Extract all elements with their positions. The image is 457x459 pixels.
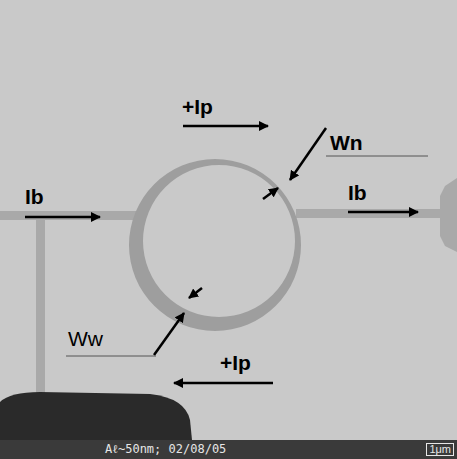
contact-pad (440, 178, 457, 252)
width-label: Ww (68, 328, 103, 349)
contact-pad (0, 392, 192, 440)
current-label: +Ip (182, 96, 213, 117)
width-label: Wn (330, 132, 363, 153)
wire (296, 209, 446, 218)
current-label: Ib (348, 182, 367, 203)
current-label: +Ip (220, 352, 251, 373)
wire (0, 211, 136, 220)
scale-bar: 1μm (426, 443, 454, 456)
info-bar (0, 440, 457, 459)
ring (129, 159, 301, 331)
current-label: Ib (25, 186, 44, 207)
image-info: Aℓ~50nm; 02/08/05 (105, 443, 226, 455)
wire (36, 215, 45, 405)
